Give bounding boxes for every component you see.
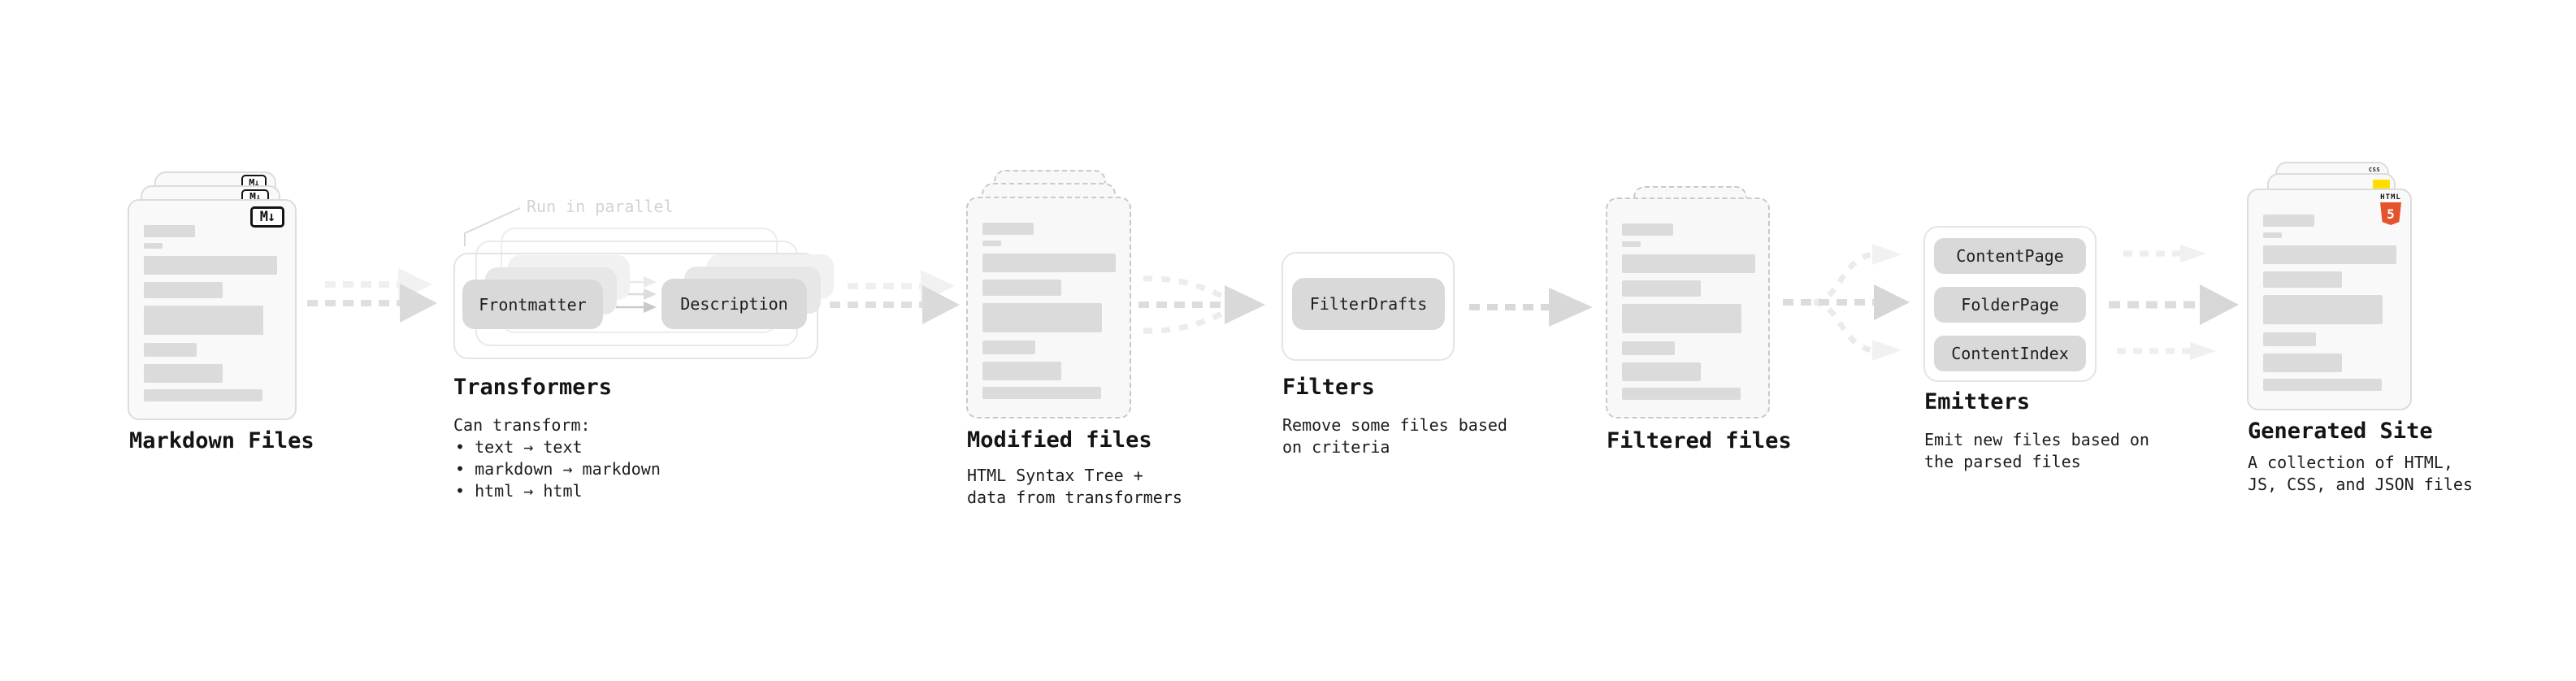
markdown-icon: M↓ — [250, 206, 284, 228]
generated-site-description: A collection of HTML, JS, CSS, and JSON … — [2248, 452, 2473, 496]
modified-files-label: Modified files — [967, 427, 1152, 453]
doc-line — [2263, 245, 2396, 264]
doc-line — [982, 362, 1061, 380]
description-chip: Description — [661, 279, 807, 329]
run-in-parallel-annotation: Run in parallel — [527, 197, 674, 216]
filtered-files-label: Filtered files — [1607, 428, 1792, 453]
transformers-description: Can transform: • text → text • markdown … — [453, 414, 661, 502]
flow-arrow-transformers-to-modified — [830, 270, 960, 324]
doc-line — [982, 340, 1035, 354]
markdown-files-label: Markdown Files — [129, 428, 314, 453]
modified-desc-line: HTML Syntax Tree + — [967, 466, 1143, 485]
flow-arrow-markdown-to-transformers — [307, 268, 437, 323]
modified-desc-line: data from transformers — [967, 488, 1182, 507]
doc-line — [982, 254, 1116, 272]
doc-line — [1622, 280, 1701, 297]
filters-description: Remove some files based on criteria — [1282, 414, 1507, 458]
doc-line — [2263, 295, 2383, 324]
doc-line — [982, 241, 1001, 246]
filterdrafts-chip: FilterDrafts — [1292, 278, 1445, 330]
doc-line — [144, 389, 262, 401]
frontmatter-chip: Frontmatter — [462, 280, 603, 329]
doc-line — [982, 280, 1061, 296]
doc-line — [1622, 388, 1741, 400]
transformers-bullet: • markdown → markdown — [455, 459, 661, 479]
generated-site-label: Generated Site — [2248, 419, 2433, 444]
run-in-parallel-leader-line — [464, 207, 657, 313]
doc-line — [1622, 304, 1741, 333]
transformers-bullet: • html → html — [455, 481, 583, 501]
flow-arrow-filtered-to-emitters — [1783, 244, 1910, 361]
emitters-desc-line: the parsed files — [1924, 452, 2081, 471]
emitters-frame — [1923, 226, 2097, 382]
emitters-description: Emit new files based on the parsed files — [1924, 429, 2149, 473]
doc-line — [1622, 341, 1675, 355]
doc-line — [144, 306, 263, 335]
generated-desc-line: JS, CSS, and JSON files — [2248, 475, 2473, 494]
modified-files-description: HTML Syntax Tree + data from transformer… — [967, 465, 1182, 509]
doc-line — [144, 225, 195, 237]
transformers-bullet: • text → text — [455, 437, 583, 457]
filters-title: Filters — [1282, 375, 1375, 400]
markdown-file-card-front: M↓ — [128, 199, 297, 420]
flow-arrow-filters-to-filtered — [1469, 288, 1593, 327]
doc-line — [982, 387, 1101, 399]
emitters-title: Emitters — [1924, 389, 2031, 414]
emitters-desc-line: Emit new files based on — [1924, 430, 2149, 449]
filtered-file-card-front — [1606, 197, 1770, 419]
filters-desc-line: on criteria — [1282, 437, 1390, 457]
doc-line — [1622, 241, 1641, 247]
doc-line — [982, 223, 1034, 235]
doc-line — [144, 282, 223, 298]
filters-desc-line: Remove some files based — [1282, 415, 1507, 435]
flow-arrow-modified-to-filters — [1138, 275, 1265, 334]
doc-line — [2263, 332, 2316, 346]
html5-icon: HTML 5 — [2379, 193, 2402, 225]
folderpage-chip: FolderPage — [1934, 287, 2086, 323]
doc-line — [2263, 379, 2382, 391]
doc-line — [144, 256, 277, 275]
doc-line — [2263, 271, 2342, 288]
doc-line — [2263, 215, 2314, 227]
doc-line — [2263, 354, 2342, 372]
doc-line — [144, 364, 223, 383]
transformers-desc-heading: Can transform: — [453, 415, 591, 435]
doc-line — [2263, 232, 2282, 238]
modified-file-card-front — [966, 197, 1131, 419]
contentpage-chip: ContentPage — [1934, 238, 2086, 274]
transformers-title: Transformers — [453, 375, 613, 400]
generated-desc-line: A collection of HTML, — [2248, 453, 2453, 472]
doc-line — [144, 343, 197, 357]
contentindex-chip: ContentIndex — [1934, 336, 2086, 371]
filters-frame — [1281, 252, 1455, 361]
doc-line — [1622, 254, 1755, 273]
flow-arrow-emitters-to-generated — [2109, 245, 2239, 360]
doc-line — [144, 243, 163, 249]
generated-html-card: HTML 5 — [2247, 189, 2412, 410]
doc-line — [1622, 223, 1673, 236]
js-icon — [2373, 180, 2390, 189]
doc-line — [982, 303, 1102, 332]
doc-line — [1622, 362, 1701, 381]
